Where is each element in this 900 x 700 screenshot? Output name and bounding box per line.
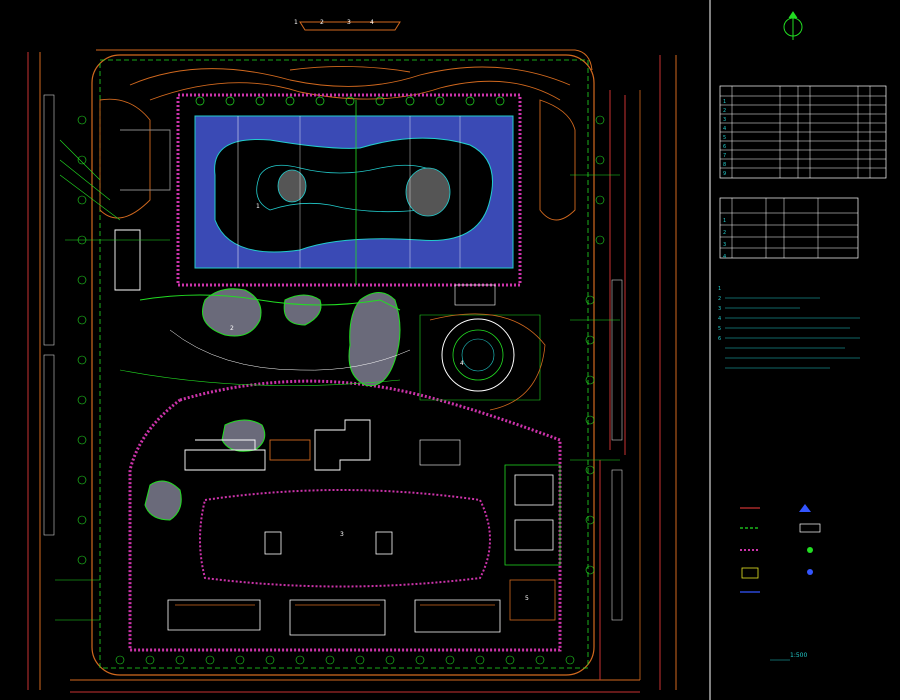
scale-text: 1:500 [790,652,807,659]
note-line: 4 [718,316,721,322]
top-landscape-curves [129,65,571,101]
table-cell: 8 [723,162,726,168]
bottom-apartment-blocks [167,599,501,636]
plan-label: 1 [256,203,260,210]
site-plan: 1 2 3 4 5 1 2 3 4 [27,19,677,693]
corner-buildings [99,98,576,291]
note-line: 1 [718,286,721,292]
central-lawn [199,489,491,588]
table-2: 1 2 3 4 [719,197,859,260]
tree-row-top [195,96,505,106]
outer-roads [27,21,677,693]
central-buildings [184,419,371,471]
top-marker: 2 [320,19,324,26]
top-markers: 1 2 3 4 [294,19,374,26]
plan-label: 4 [460,360,464,367]
plan-label: 3 [340,531,344,538]
parking-strips-left [43,94,623,621]
table-cell: 1 [723,218,726,224]
legend-symbols [740,504,821,593]
plan-label: 5 [525,595,529,602]
table-cell: 4 [723,126,726,132]
table-cell: 2 [723,108,726,114]
table-cell: 9 [723,171,726,177]
table-cell: 6 [723,144,726,150]
table-cell: 3 [723,242,726,248]
tree-row-bottom [115,655,575,665]
tree-column-left [77,115,87,565]
table-cell: 7 [723,153,726,159]
leader-lines [55,139,620,621]
table-cell: 3 [723,117,726,123]
plan-label: 2 [230,325,234,332]
water-feature [194,100,514,285]
top-marker: 3 [347,19,351,26]
table-cell: 2 [723,230,726,236]
note-line: 5 [718,326,721,332]
clubhouse [419,284,546,466]
table-cell: 4 [723,254,726,260]
planting-islands [119,288,411,521]
site-boundary [91,54,595,676]
table-cell: 5 [723,135,726,141]
note-line: 2 [718,296,721,302]
note-line: 3 [718,306,721,312]
note-line: 6 [718,336,721,342]
table-cell: 1 [723,99,726,105]
plan-labels: 1 2 3 4 5 [230,203,529,602]
design-notes: 1 2 3 4 5 6 [718,286,860,369]
top-marker: 1 [294,19,298,26]
perimeter-fire-road [176,93,522,287]
tree-column-right [585,115,605,575]
north-arrow-icon [783,11,803,40]
site-boundary-dashed [99,59,589,669]
right-buildings [504,464,561,621]
table-1: 1 2 3 4 5 6 7 8 9 [719,85,887,179]
top-marker: 4 [370,19,374,26]
legend [740,504,821,593]
